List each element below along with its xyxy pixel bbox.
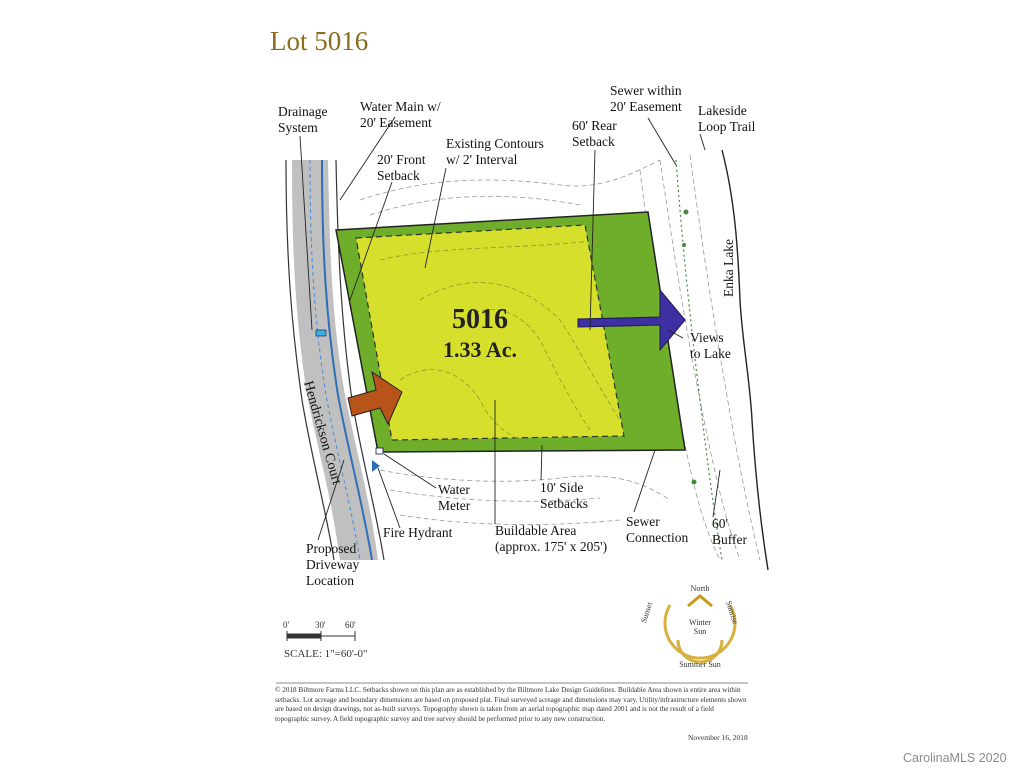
water-main-label: Water Main w/20' Easement bbox=[360, 99, 441, 130]
compass-north: North bbox=[690, 584, 710, 593]
driveway-arrow bbox=[347, 370, 403, 426]
lot-number: 5016 bbox=[452, 304, 508, 335]
compass-summer-sun: Summer Sun bbox=[679, 660, 721, 669]
water-meter-marker bbox=[375, 447, 384, 455]
disclaimer-text: © 2018 Biltmore Farms LLC. Setbacks show… bbox=[275, 686, 747, 723]
road-edge bbox=[285, 159, 335, 561]
watermark: CarolinaMLS 2020 bbox=[903, 751, 1007, 765]
lot-area: 1.33 Ac. bbox=[443, 337, 517, 362]
scale-tick-60: 60' bbox=[345, 620, 356, 630]
plan-date: November 16, 2018 bbox=[688, 733, 748, 742]
lot-contour-lines bbox=[379, 239, 621, 441]
plan-title: Lot 5016 bbox=[270, 26, 369, 56]
buildable-area-label: Buildable Area(approx. 175' x 205') bbox=[495, 523, 608, 554]
fire-hydrant-label: Fire Hydrant bbox=[383, 525, 453, 540]
lake-label: Enka Lake bbox=[721, 238, 737, 298]
scale-tick-30: 30' bbox=[315, 620, 326, 630]
buffer-label: 60'Buffer bbox=[712, 516, 747, 547]
sun-compass bbox=[663, 594, 737, 664]
fire-hydrant-marker bbox=[372, 460, 380, 472]
leader-lines bbox=[299, 116, 721, 541]
views-arrow bbox=[577, 288, 686, 352]
drainage-marker bbox=[315, 329, 327, 337]
scale-label: SCALE: 1"=60'-0" bbox=[284, 648, 368, 660]
lake-shoreline bbox=[721, 149, 769, 571]
road-surface bbox=[292, 160, 378, 560]
buildable-area bbox=[355, 224, 625, 441]
scale-tick-0: 0' bbox=[283, 620, 290, 630]
drainage-line bbox=[309, 159, 361, 561]
water-main-line bbox=[321, 159, 373, 561]
scale-bar bbox=[286, 631, 356, 641]
